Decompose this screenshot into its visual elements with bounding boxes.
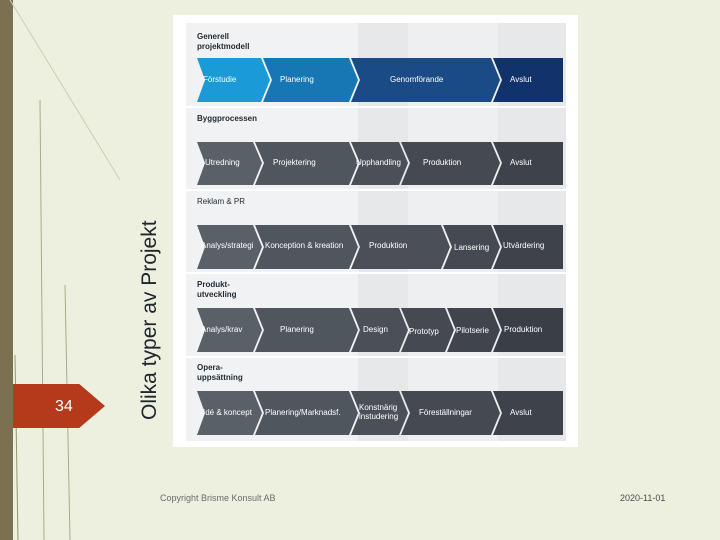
arrow-utvardering (493, 225, 563, 269)
arrow-label-konstnarig: Konstnärig instudering (359, 403, 399, 421)
arrow-label-forestallningar: Föreställningar (419, 408, 472, 417)
arrow-forestallningar (401, 391, 500, 435)
arrow-planering-produkt (255, 308, 358, 352)
arrow-produktion-bygg (401, 142, 500, 185)
footer-date: 2020-11-01 (620, 493, 666, 503)
arrow-label-avslut: Avslut (510, 75, 532, 84)
arrow-produktion-produkt (493, 308, 563, 352)
arrow-label-planering-marknadsf: Planering/Marknadsf. (265, 408, 341, 417)
arrow-label-forstudie: Förstudie (203, 75, 237, 84)
arrow-planering (263, 58, 358, 102)
arrow-label-produktion-reklam: Produktion (369, 241, 408, 250)
arrow-label-genomforande: Genomförande (390, 75, 444, 84)
arrow-label-produktion-produkt: Produktion (504, 325, 543, 334)
arrow-label-projektering: Projektering (273, 158, 316, 167)
arrow-prototyp (401, 308, 454, 352)
arrow-produktion-reklam (351, 225, 450, 269)
section-arrows-bygg (197, 142, 563, 185)
section-label-bygg: Byggprocessen (197, 114, 258, 123)
section-label-produkt: Produkt- utveckling (197, 280, 237, 299)
arrow-konception (255, 225, 358, 269)
arrow-avslut-opera (493, 391, 563, 435)
arrow-konstnarig (351, 391, 408, 435)
left-accent-strip (0, 0, 13, 540)
arrow-label-upphandling: Upphandling (356, 158, 401, 167)
arrow-label-utvardering: Utvärdering (503, 241, 545, 250)
arrow-projektering (255, 142, 358, 185)
arrow-avslut-bygg (493, 142, 563, 185)
arrow-utredning (197, 142, 262, 185)
arrow-ide-koncept (197, 391, 262, 435)
arrow-analys-strategi (197, 225, 262, 269)
arrow-upphandling (351, 142, 408, 185)
section-arrows-generell (197, 58, 563, 102)
arrow-pilotserie (447, 308, 500, 352)
section-label-opera: Opera- uppsättning (197, 363, 243, 382)
arrow-label-avslut-bygg: Avslut (510, 158, 532, 167)
arrow-label-ide-koncept: Idé & koncept (203, 408, 252, 417)
section-arrows-reklam (197, 225, 563, 269)
decorative-lines (9, 0, 121, 540)
arrow-design (351, 308, 408, 352)
arrow-avslut (493, 58, 563, 102)
section-arrows-produkt (197, 308, 563, 352)
footer-copyright: Copyright Brisme Konsult AB (160, 493, 276, 503)
arrow-genomforande (351, 58, 500, 102)
arrow-label-konception: Konception & kreation (265, 241, 344, 250)
arrow-label-avslut-opera: Avslut (510, 408, 532, 417)
arrow-forstudie (197, 58, 270, 102)
arrow-label-design: Design (363, 325, 388, 334)
arrow-analys-krav (197, 308, 262, 352)
arrow-label-planering-produkt: Planering (280, 325, 314, 334)
project-types-diagram: Generell projektmodell Förstudie Planeri… (173, 15, 578, 447)
arrow-label-utredning: Utredning (205, 158, 240, 167)
arrow-lansering (443, 225, 500, 269)
arrow-label-planering: Planering (280, 75, 314, 84)
arrow-planering-marknadsf (255, 391, 358, 435)
arrow-label-pilotserie: Pilotserie (456, 326, 489, 335)
arrow-label-produktion-bygg: Produktion (423, 158, 462, 167)
section-arrows-opera (197, 391, 563, 435)
arrow-label-analys-strategi: Analys/strategi (201, 241, 254, 250)
section-label-generell: Generell projektmodell (197, 32, 250, 51)
arrow-label-analys-krav: Analys/krav (201, 325, 243, 334)
section-label-reklam: Reklam & PR (197, 197, 246, 206)
arrow-label-lansering: Lansering (454, 243, 490, 252)
page-number: 34 (55, 398, 73, 415)
arrow-label-prototyp: Prototyp (409, 327, 439, 336)
slide-title: Olika typer av Projekt (138, 220, 161, 420)
